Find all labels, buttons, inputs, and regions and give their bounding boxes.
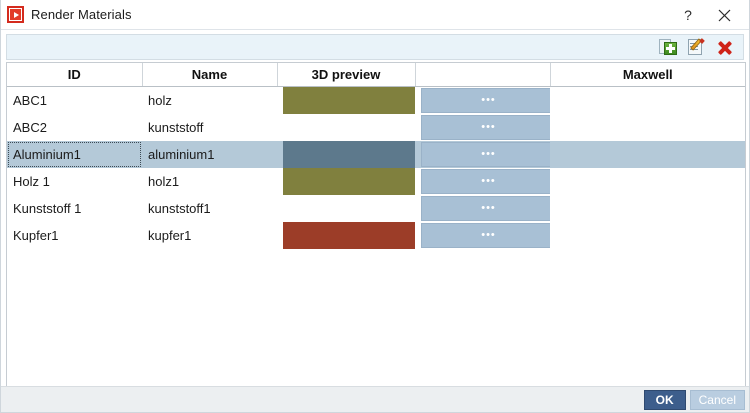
cancel-button[interactable]: Cancel (689, 389, 745, 410)
material-color-swatch (283, 167, 415, 195)
dialog-footer: OK Cancel (1, 386, 749, 412)
close-icon (718, 9, 730, 21)
browse-button[interactable]: ••• (421, 195, 550, 221)
table-row[interactable]: Kunststoff 1 kunststoff1 ••• (7, 195, 745, 222)
help-icon: ? (684, 7, 692, 23)
help-button[interactable]: ? (673, 0, 703, 30)
window-title: Render Materials (31, 7, 132, 22)
browse-button[interactable]: ••• (421, 87, 550, 113)
cell-name[interactable]: holz1 (148, 173, 180, 189)
cell-3d-preview[interactable] (277, 195, 415, 222)
cell-name[interactable]: holz (148, 92, 172, 108)
grid-header-row: ID Name 3D preview Maxwell (7, 63, 745, 87)
cell-id[interactable]: ABC2 (13, 119, 47, 135)
cell-id[interactable]: Holz 1 (13, 173, 50, 189)
material-color-swatch (283, 86, 415, 114)
column-header-preview[interactable]: 3D preview (277, 63, 416, 87)
cell-3d-preview[interactable] (277, 140, 415, 168)
cell-id[interactable]: ABC1 (13, 92, 47, 108)
column-header-name[interactable]: Name (142, 63, 278, 87)
cell-maxwell[interactable] (550, 195, 745, 222)
cell-3d-preview[interactable] (277, 167, 415, 195)
browse-button[interactable]: ••• (421, 222, 550, 248)
delete-material-icon[interactable] (715, 38, 735, 56)
cell-3d-preview[interactable] (277, 86, 415, 114)
cell-maxwell[interactable] (550, 114, 745, 141)
render-materials-icon (7, 6, 24, 23)
table-row[interactable]: ABC2 kunststoff ••• (7, 114, 745, 141)
browse-button[interactable]: ••• (421, 141, 550, 167)
cell-browse[interactable]: ••• (415, 114, 550, 141)
cell-id[interactable]: Aluminium1 (7, 140, 142, 168)
ok-button[interactable]: OK (643, 389, 686, 410)
browse-button[interactable]: ••• (421, 168, 550, 194)
material-color-swatch (283, 221, 415, 249)
table-row[interactable]: ABC1 holz ••• (7, 86, 745, 114)
title-bar: Render Materials ? (1, 0, 749, 30)
cell-maxwell[interactable] (550, 222, 745, 249)
table-row[interactable]: Holz 1 holz1 ••• (7, 167, 745, 195)
table-row[interactable]: Kupfer1 kupfer1 ••• (7, 221, 745, 249)
add-material-icon[interactable] (659, 38, 679, 56)
cell-browse[interactable]: ••• (415, 168, 550, 195)
edit-material-icon[interactable] (687, 38, 707, 56)
cell-browse[interactable]: ••• (415, 140, 550, 168)
cell-browse[interactable]: ••• (415, 195, 550, 222)
browse-button[interactable]: ••• (421, 114, 550, 140)
material-color-swatch (283, 140, 415, 168)
cell-maxwell[interactable] (550, 168, 745, 195)
close-button[interactable] (709, 0, 739, 30)
cell-name[interactable]: kunststoff (148, 119, 204, 135)
cell-browse[interactable]: ••• (415, 86, 550, 114)
cell-3d-preview[interactable] (277, 114, 415, 141)
cell-browse[interactable]: ••• (415, 222, 550, 249)
cell-id[interactable]: Kupfer1 (13, 227, 59, 243)
column-header-maxwell[interactable]: Maxwell (550, 63, 745, 87)
cell-name[interactable]: kupfer1 (148, 227, 192, 243)
cell-maxwell[interactable] (550, 140, 745, 168)
cell-id[interactable]: Kunststoff 1 (13, 200, 82, 216)
cell-maxwell[interactable] (550, 86, 745, 114)
column-header-id[interactable]: ID (7, 63, 143, 87)
cell-name[interactable]: kunststoff1 (148, 200, 211, 216)
column-header-blank[interactable] (415, 63, 551, 87)
cell-3d-preview[interactable] (277, 221, 415, 249)
cell-name[interactable]: aluminium1 (142, 140, 277, 168)
materials-toolbar (6, 34, 744, 60)
